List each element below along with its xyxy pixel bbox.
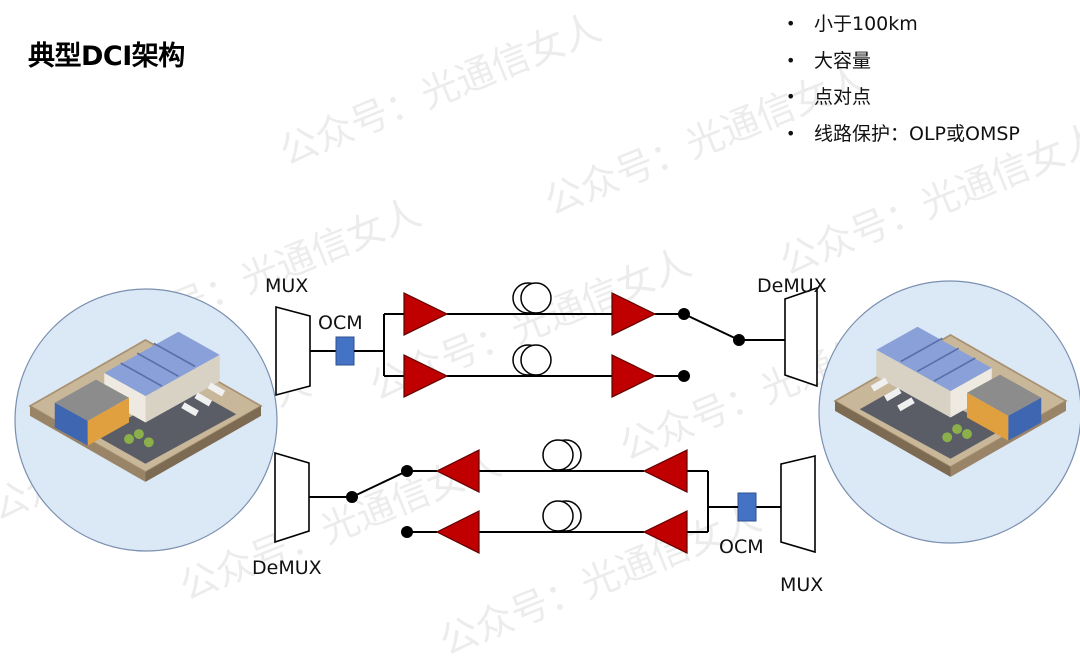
switch-node xyxy=(401,465,413,477)
top-demux-label: DeMUX xyxy=(757,275,827,297)
bottom-optical-switch-arm xyxy=(351,470,408,498)
feature-item: •大容量 xyxy=(786,45,1020,82)
fiber-spool-icon xyxy=(542,500,582,532)
fiber-spool-icon xyxy=(512,282,552,314)
bottom-demux-label: DeMUX xyxy=(252,557,322,579)
bottom-demux-shape xyxy=(274,451,310,544)
optical-amplifier-icon xyxy=(642,510,688,554)
top-mux-label: MUX xyxy=(265,275,309,297)
optical-amplifier-icon xyxy=(642,449,688,493)
optical-amplifier-icon xyxy=(403,292,449,336)
bottom-mux-shape xyxy=(780,454,816,554)
top-mux-shape xyxy=(275,305,311,397)
optical-amplifier-icon xyxy=(435,449,480,493)
optical-amplifier-icon xyxy=(611,354,657,398)
feature-item: •线路保护：OLP或OMSP xyxy=(786,118,1020,155)
top-ocm-block xyxy=(335,336,355,366)
top-optical-switch-arm xyxy=(683,313,740,341)
switch-node xyxy=(678,370,690,382)
bottom-ocm-label: OCM xyxy=(719,536,764,558)
bullet-icon: • xyxy=(786,87,796,106)
top-ocm-label: OCM xyxy=(318,312,363,334)
switch-node xyxy=(733,334,745,346)
fiber-spool-icon xyxy=(512,344,552,376)
feature-item: •点对点 xyxy=(786,81,1020,118)
optical-amplifier-icon xyxy=(611,292,657,336)
optical-amplifier-icon xyxy=(403,354,449,398)
bottom-mux-label: MUX xyxy=(780,574,824,596)
switch-node xyxy=(678,308,690,320)
switch-node xyxy=(346,491,358,503)
page-title: 典型DCI架构 xyxy=(28,41,185,72)
top-demux-shape xyxy=(784,286,818,388)
bullet-icon: • xyxy=(786,123,796,143)
bottom-ocm-block xyxy=(737,492,757,522)
dci-diagram xyxy=(14,280,1080,554)
datacenter-right xyxy=(818,280,1080,544)
datacenter-left xyxy=(14,288,278,552)
feature-list: •小于100km •大容量 •点对点 •线路保护：OLP或OMSP xyxy=(786,8,1020,154)
bullet-icon: • xyxy=(786,14,796,33)
fiber-spool-icon xyxy=(542,439,582,471)
switch-node xyxy=(401,526,413,538)
bullet-icon: • xyxy=(786,50,796,70)
optical-amplifier-icon xyxy=(435,510,480,554)
feature-item: •小于100km xyxy=(786,8,1020,45)
